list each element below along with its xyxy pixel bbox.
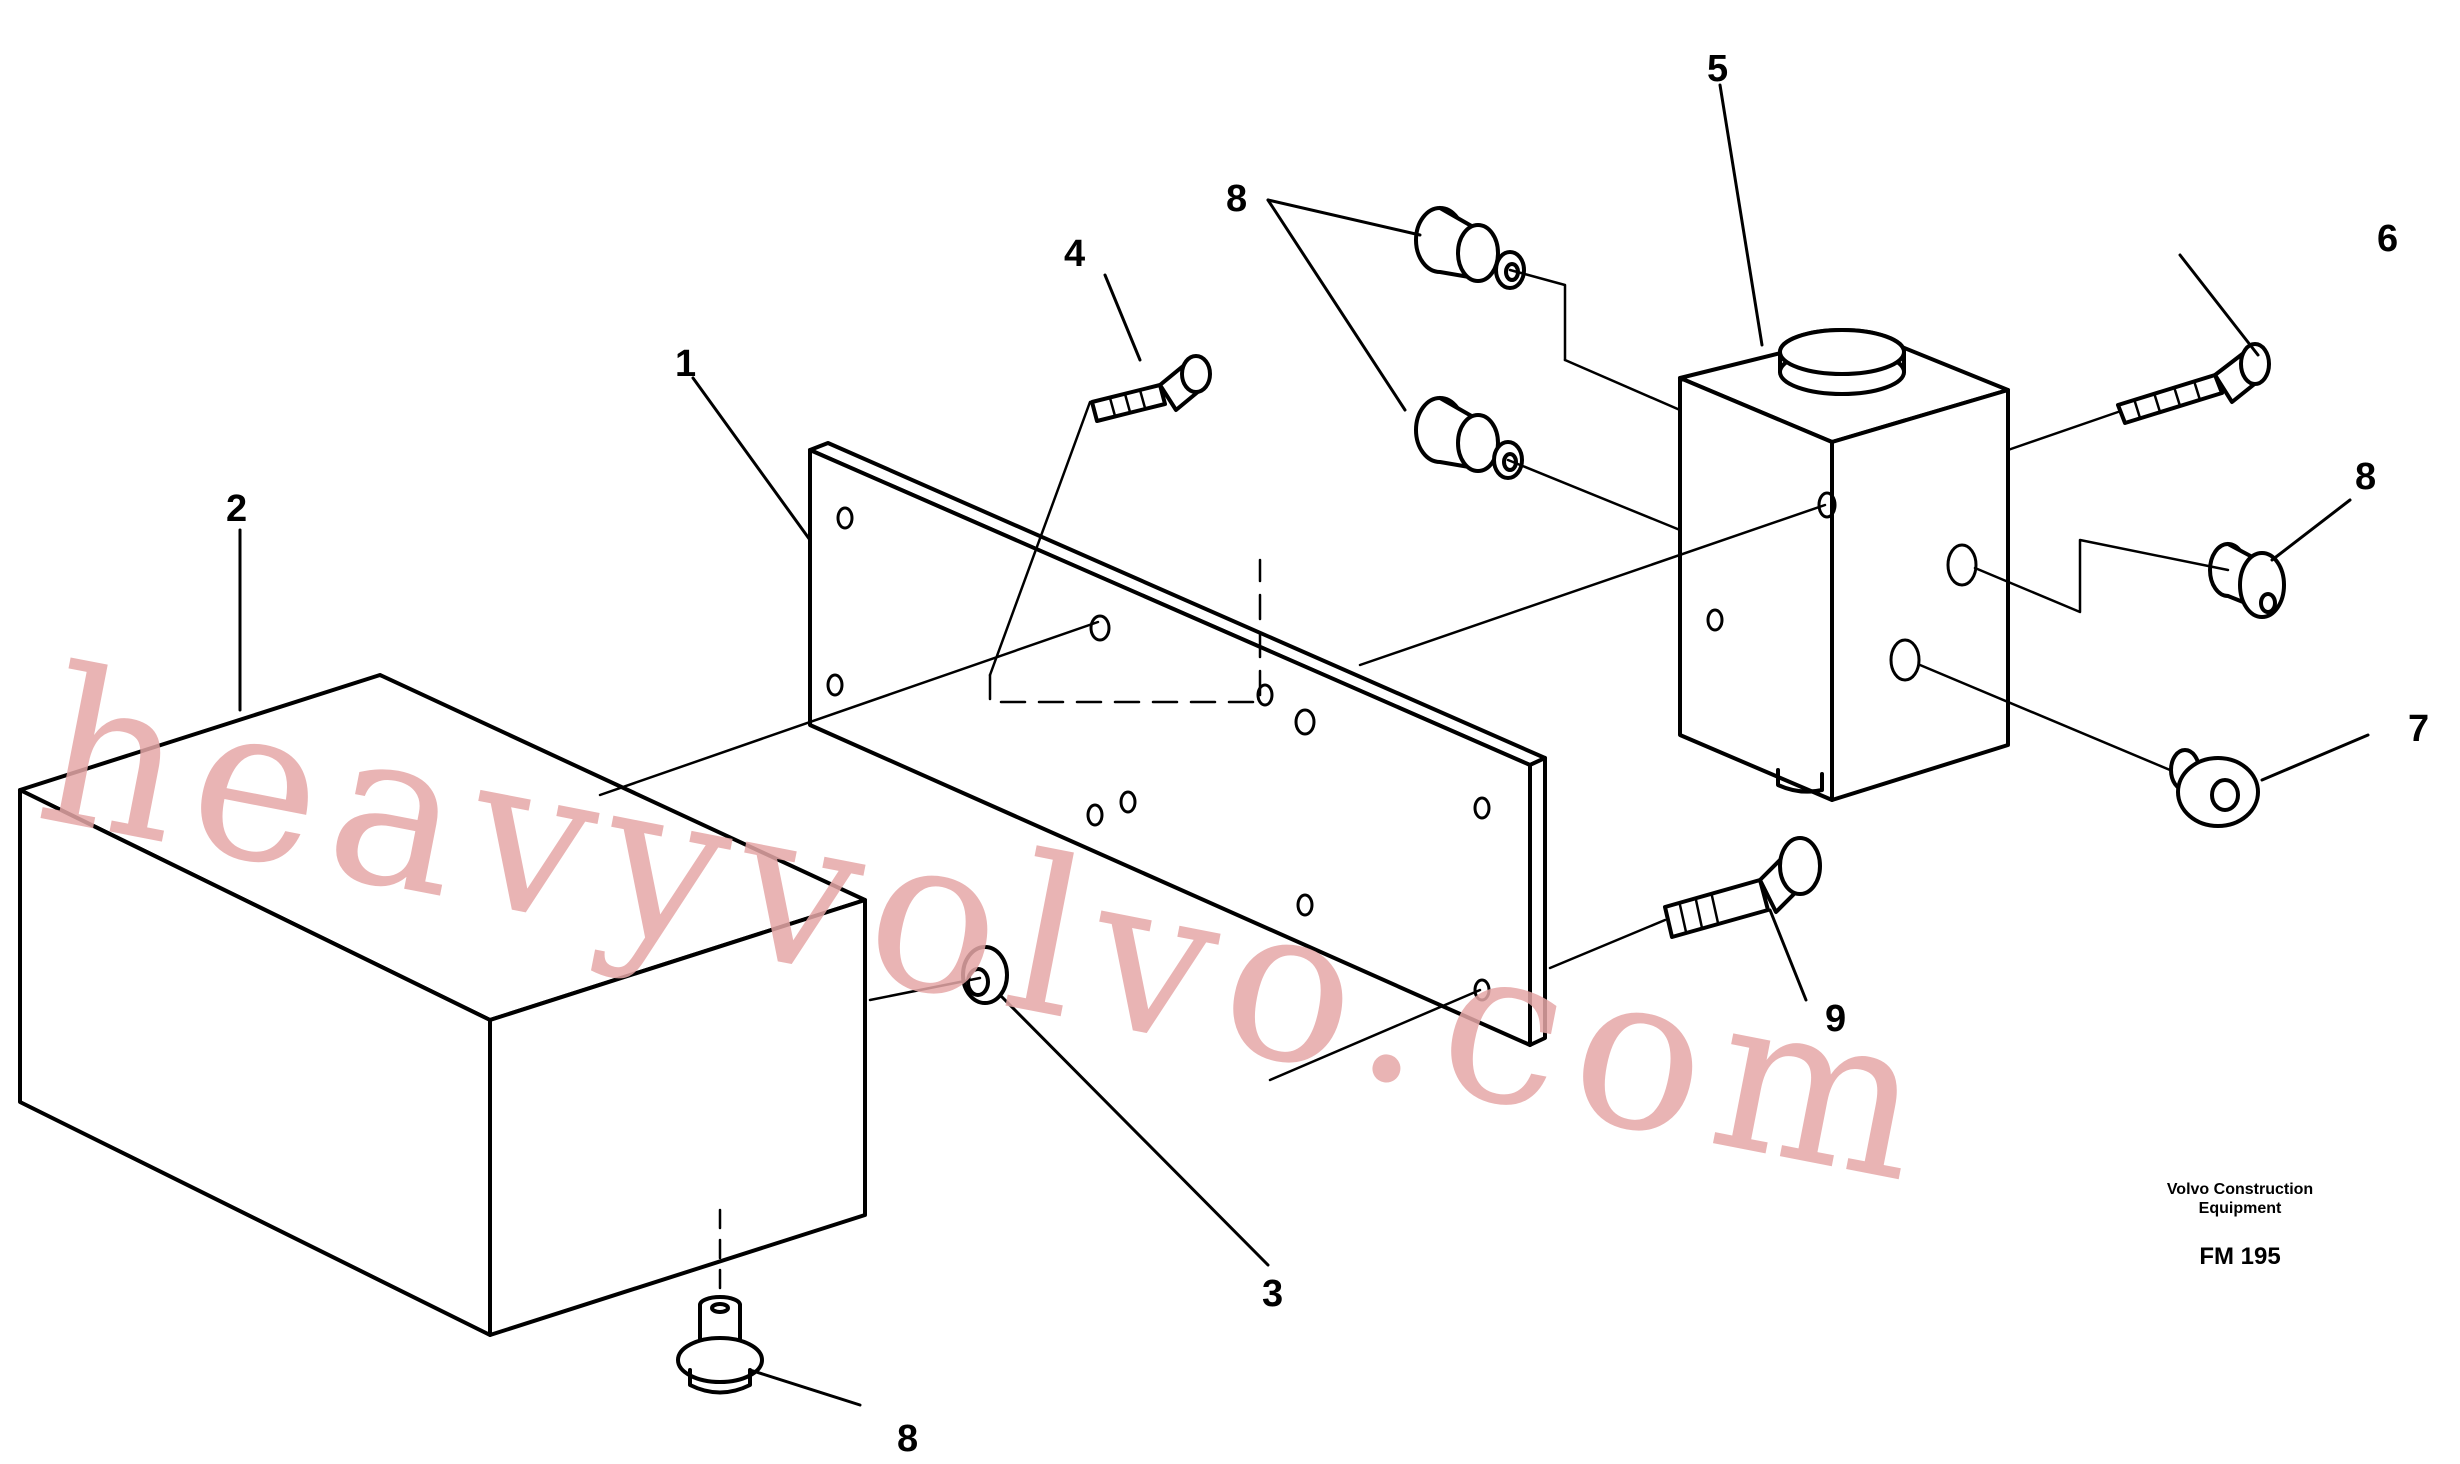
part-1-plate <box>808 441 1547 1047</box>
part-4-screw <box>1090 354 1212 423</box>
callout-3: 3 <box>1262 1273 1284 1315</box>
callout-8-right: 8 <box>2355 456 2377 498</box>
part-8-fitting-top <box>1414 206 1526 290</box>
credit-block: Volvo Construction Equipment <box>2140 1180 2340 1218</box>
part-5-valve-block <box>1678 328 2010 802</box>
callout-5: 5 <box>1707 48 1729 90</box>
credit-line-2: Equipment <box>2198 1200 2282 1217</box>
callout-8-bottom: 8 <box>897 1418 919 1460</box>
part-6-screw <box>2116 342 2271 425</box>
callout-9: 9 <box>1825 998 1847 1040</box>
callout-7: 7 <box>2408 708 2430 750</box>
credit-line-1: Volvo Construction <box>2166 1181 2314 1198</box>
part-8-fitting-middle <box>1414 396 1524 480</box>
figure-code: FM 195 <box>2199 1243 2281 1270</box>
callout-1: 1 <box>675 343 697 385</box>
part-7-plug <box>2169 748 2260 828</box>
callout-8-top: 8 <box>1226 178 1248 220</box>
callout-4: 4 <box>1064 233 1086 275</box>
part-3-plug <box>961 945 1009 1005</box>
callout-2: 2 <box>226 488 248 530</box>
assembly-lines <box>598 268 2230 1297</box>
part-8-fitting-bottom <box>676 1295 764 1395</box>
part-8-fitting-right <box>2208 542 2286 619</box>
leader-lines <box>238 83 2370 1407</box>
part-9-bolt <box>1663 836 1822 939</box>
part-2-box <box>18 673 867 1337</box>
callout-6: 6 <box>2377 218 2399 260</box>
